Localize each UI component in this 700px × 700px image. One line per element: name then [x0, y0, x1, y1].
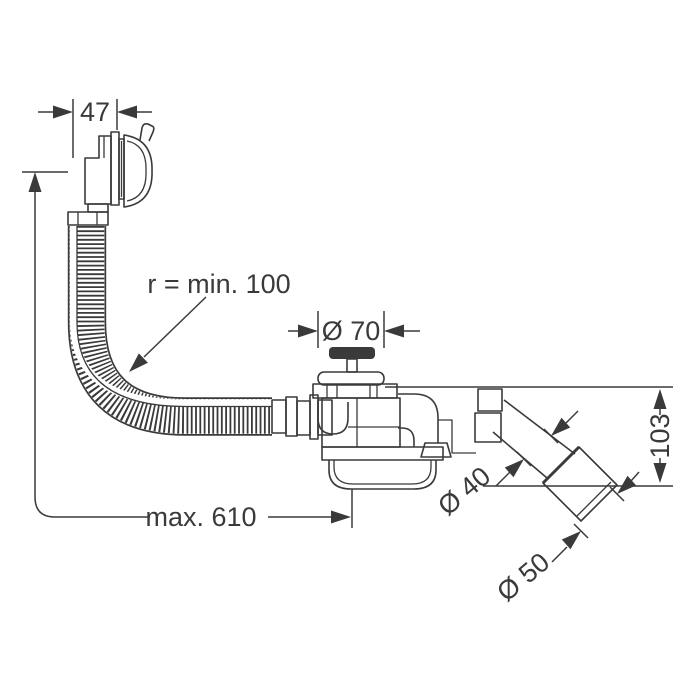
dimension-arrow — [653, 463, 667, 483]
overflow-outlet-step — [88, 204, 108, 212]
dimension-70: Ø 70 — [288, 311, 420, 348]
dimension-label-47: 47 — [80, 97, 110, 127]
dimension-arrow — [129, 353, 148, 372]
dimension-arrow — [384, 324, 404, 338]
outlet-elbow-outer — [398, 394, 438, 443]
dimension-arrow — [298, 324, 318, 338]
elbow-foot — [421, 443, 451, 457]
dimension-label-70: Ø 70 — [322, 316, 381, 346]
inlet-connector — [297, 401, 310, 435]
dimension-max-610: max. 610 — [22, 172, 352, 532]
dimension-47: 47 — [38, 97, 152, 158]
flexible-hose — [74, 226, 298, 436]
hose-end-collar — [286, 397, 297, 436]
sleeve-wall-line — [577, 482, 611, 516]
sleeve-joint-edge — [543, 447, 579, 483]
dimension-line — [35, 190, 150, 517]
inlet-tube — [318, 400, 332, 435]
overflow-rotary-unit — [68, 124, 154, 225]
dimension-label-610: max. 610 — [145, 502, 256, 532]
hose-union-nut-top — [68, 212, 108, 225]
dimension-arrow — [504, 459, 524, 478]
dimension-label-radius: r = min. 100 — [147, 269, 290, 299]
drain-flange — [313, 384, 397, 398]
plug-plate — [318, 372, 384, 385]
dimension-label-50: Ø 50 — [491, 547, 555, 608]
dimension-arrow — [551, 417, 571, 436]
dimension-arrow — [117, 105, 137, 119]
dimension-103: 103 — [385, 387, 675, 486]
dimension-arrow — [331, 510, 351, 524]
hose-end-fitting — [272, 400, 286, 433]
outlet-elbow-inner — [398, 428, 414, 447]
dimension-arrow — [53, 105, 73, 119]
drain-body — [322, 398, 400, 447]
overflow-lever — [140, 124, 154, 141]
trap-rim — [322, 447, 443, 460]
drain-dip-tube — [318, 402, 348, 434]
outlet-union-nut-lower — [475, 413, 501, 442]
outlet-pipe-upper-edge — [504, 400, 575, 454]
waste-drain-assembly — [297, 347, 617, 521]
leader-line — [144, 297, 206, 357]
dimension-arrow — [561, 531, 581, 550]
dimension-50: Ø 50 — [491, 472, 639, 607]
dimension-arrow — [653, 389, 667, 409]
outlet-union-nut-upper — [478, 389, 502, 411]
hose-inner-band-line — [77, 226, 272, 407]
elbow-step — [438, 420, 476, 453]
dimension-arrow — [28, 172, 42, 192]
dimension-bend-radius: r = min. 100 — [129, 269, 291, 372]
dimension-label-103: 103 — [645, 413, 675, 458]
plug-stem — [347, 359, 357, 372]
dimension-40: Ø 40 — [432, 411, 578, 521]
inlet-union-nut — [310, 395, 318, 439]
plug-cap — [329, 347, 375, 359]
overflow-rotary-knob — [124, 135, 152, 207]
overflow-housing — [85, 136, 111, 204]
overflow-flange-plate — [111, 132, 119, 205]
dimension-label-40: Ø 40 — [432, 461, 496, 522]
outlet-sleeve — [543, 447, 617, 521]
trap-cup — [329, 460, 436, 489]
dimension-arrow — [617, 475, 637, 494]
